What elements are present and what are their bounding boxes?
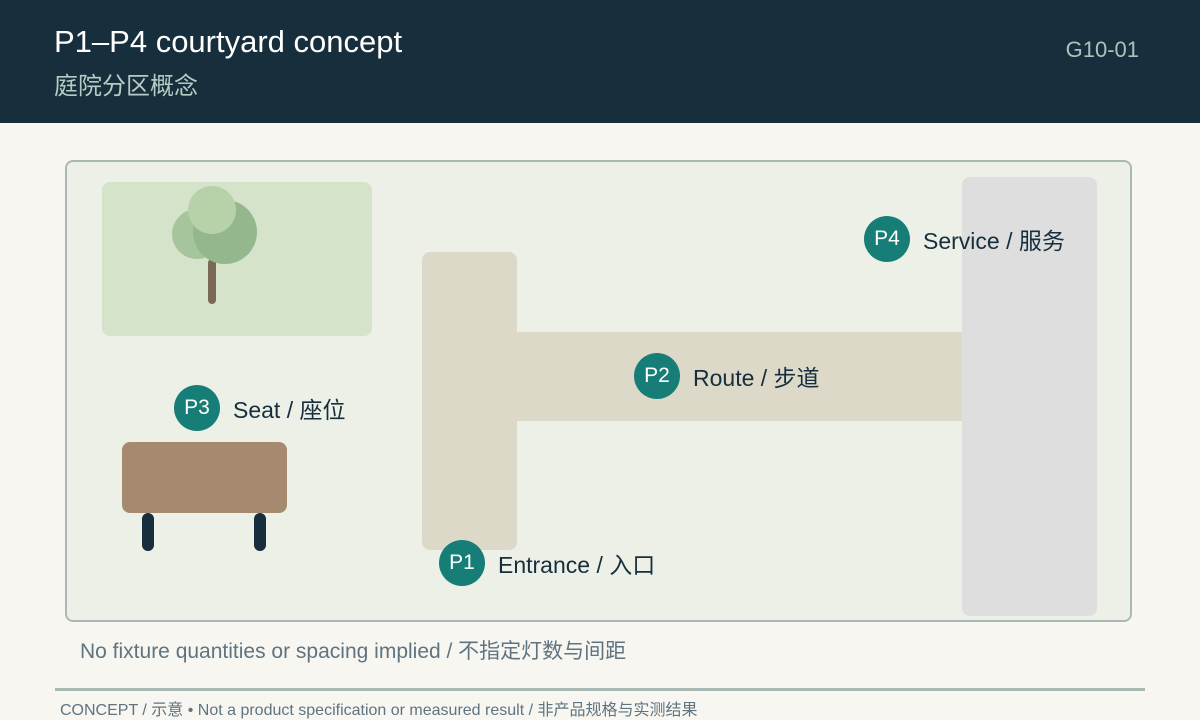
bench-seat	[122, 442, 287, 513]
page-subtitle: 庭院分区概念	[54, 73, 198, 100]
zone-marker-p3: P3 Seat / 座位	[174, 385, 345, 431]
courtyard-plan: P1 Entrance / 入口 P2 Route / 步道 P3 Seat /…	[65, 160, 1132, 622]
bench-leg-right	[254, 513, 266, 551]
zone-marker-p4: P4 Service / 服务	[864, 216, 1065, 262]
zone-label-p2: Route / 步道	[693, 365, 820, 391]
zone-badge-p1: P1	[439, 540, 485, 586]
entrance-walkway	[422, 252, 517, 550]
zone-marker-p2: P2 Route / 步道	[634, 353, 820, 399]
zone-badge-p4: P4	[864, 216, 910, 262]
bench-leg-left	[142, 513, 154, 551]
plan-note: No fixture quantities or spacing implied…	[80, 640, 627, 663]
zone-label-p1: Entrance / 入口	[498, 552, 656, 578]
zone-label-p4: Service / 服务	[923, 228, 1065, 254]
header-bar: P1–P4 courtyard concept 庭院分区概念 G10-01	[0, 0, 1200, 123]
zone-label-p3: Seat / 座位	[233, 397, 346, 423]
zone-badge-p3: P3	[174, 385, 220, 431]
footer-divider	[55, 688, 1145, 691]
drawing-code: G10-01	[1065, 37, 1139, 62]
route-walkway	[517, 332, 962, 421]
footer-disclaimer: CONCEPT / 示意 • Not a product specificati…	[60, 702, 698, 719]
zone-badge-p2: P2	[634, 353, 680, 399]
service-zone	[962, 177, 1097, 616]
page-title: P1–P4 courtyard concept	[54, 24, 403, 59]
zone-marker-p1: P1 Entrance / 入口	[439, 540, 655, 586]
tree-icon	[172, 186, 257, 304]
